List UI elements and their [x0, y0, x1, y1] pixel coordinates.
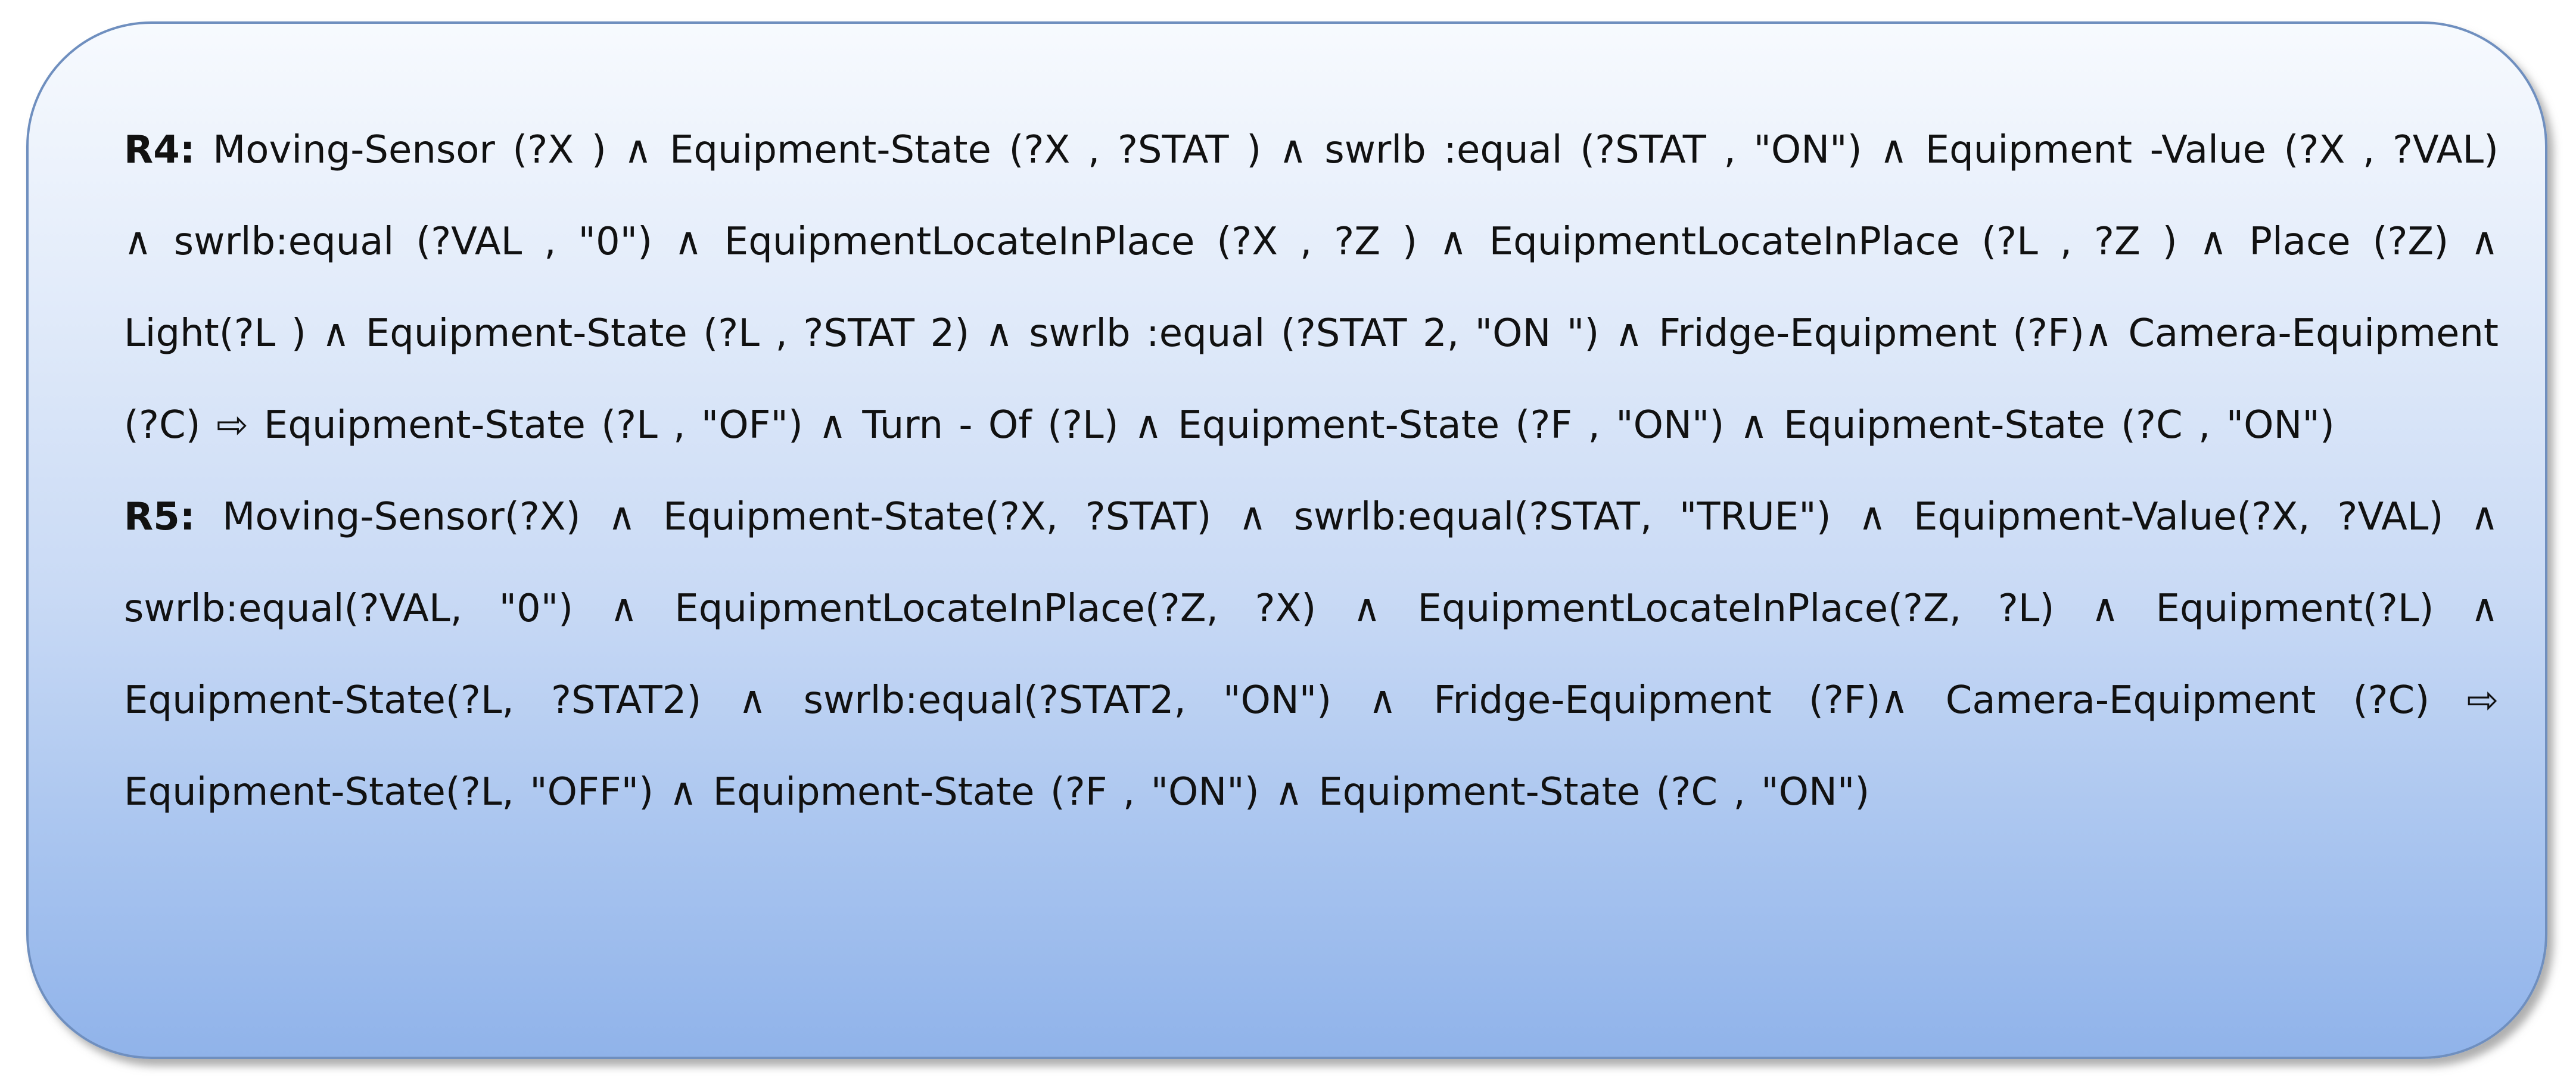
rule-r5: R5: Moving-Sensor(?X) ∧ Equipment-State(… — [124, 471, 2499, 838]
rules-text-block: R4: Moving-Sensor (?X ) ∧ Equipment-Stat… — [124, 104, 2499, 838]
rules-panel: R4: Moving-Sensor (?X ) ∧ Equipment-Stat… — [26, 21, 2547, 1059]
rule-r4-label: R4: — [124, 128, 195, 172]
rule-r4-body: Moving-Sensor (?X ) ∧ Equipment-State (?… — [124, 128, 2499, 447]
rule-r5-label: R5: — [124, 495, 195, 539]
rule-r5-body: Moving-Sensor(?X) ∧ Equipment-State(?X, … — [124, 495, 2499, 814]
rule-r4: R4: Moving-Sensor (?X ) ∧ Equipment-Stat… — [124, 104, 2499, 471]
